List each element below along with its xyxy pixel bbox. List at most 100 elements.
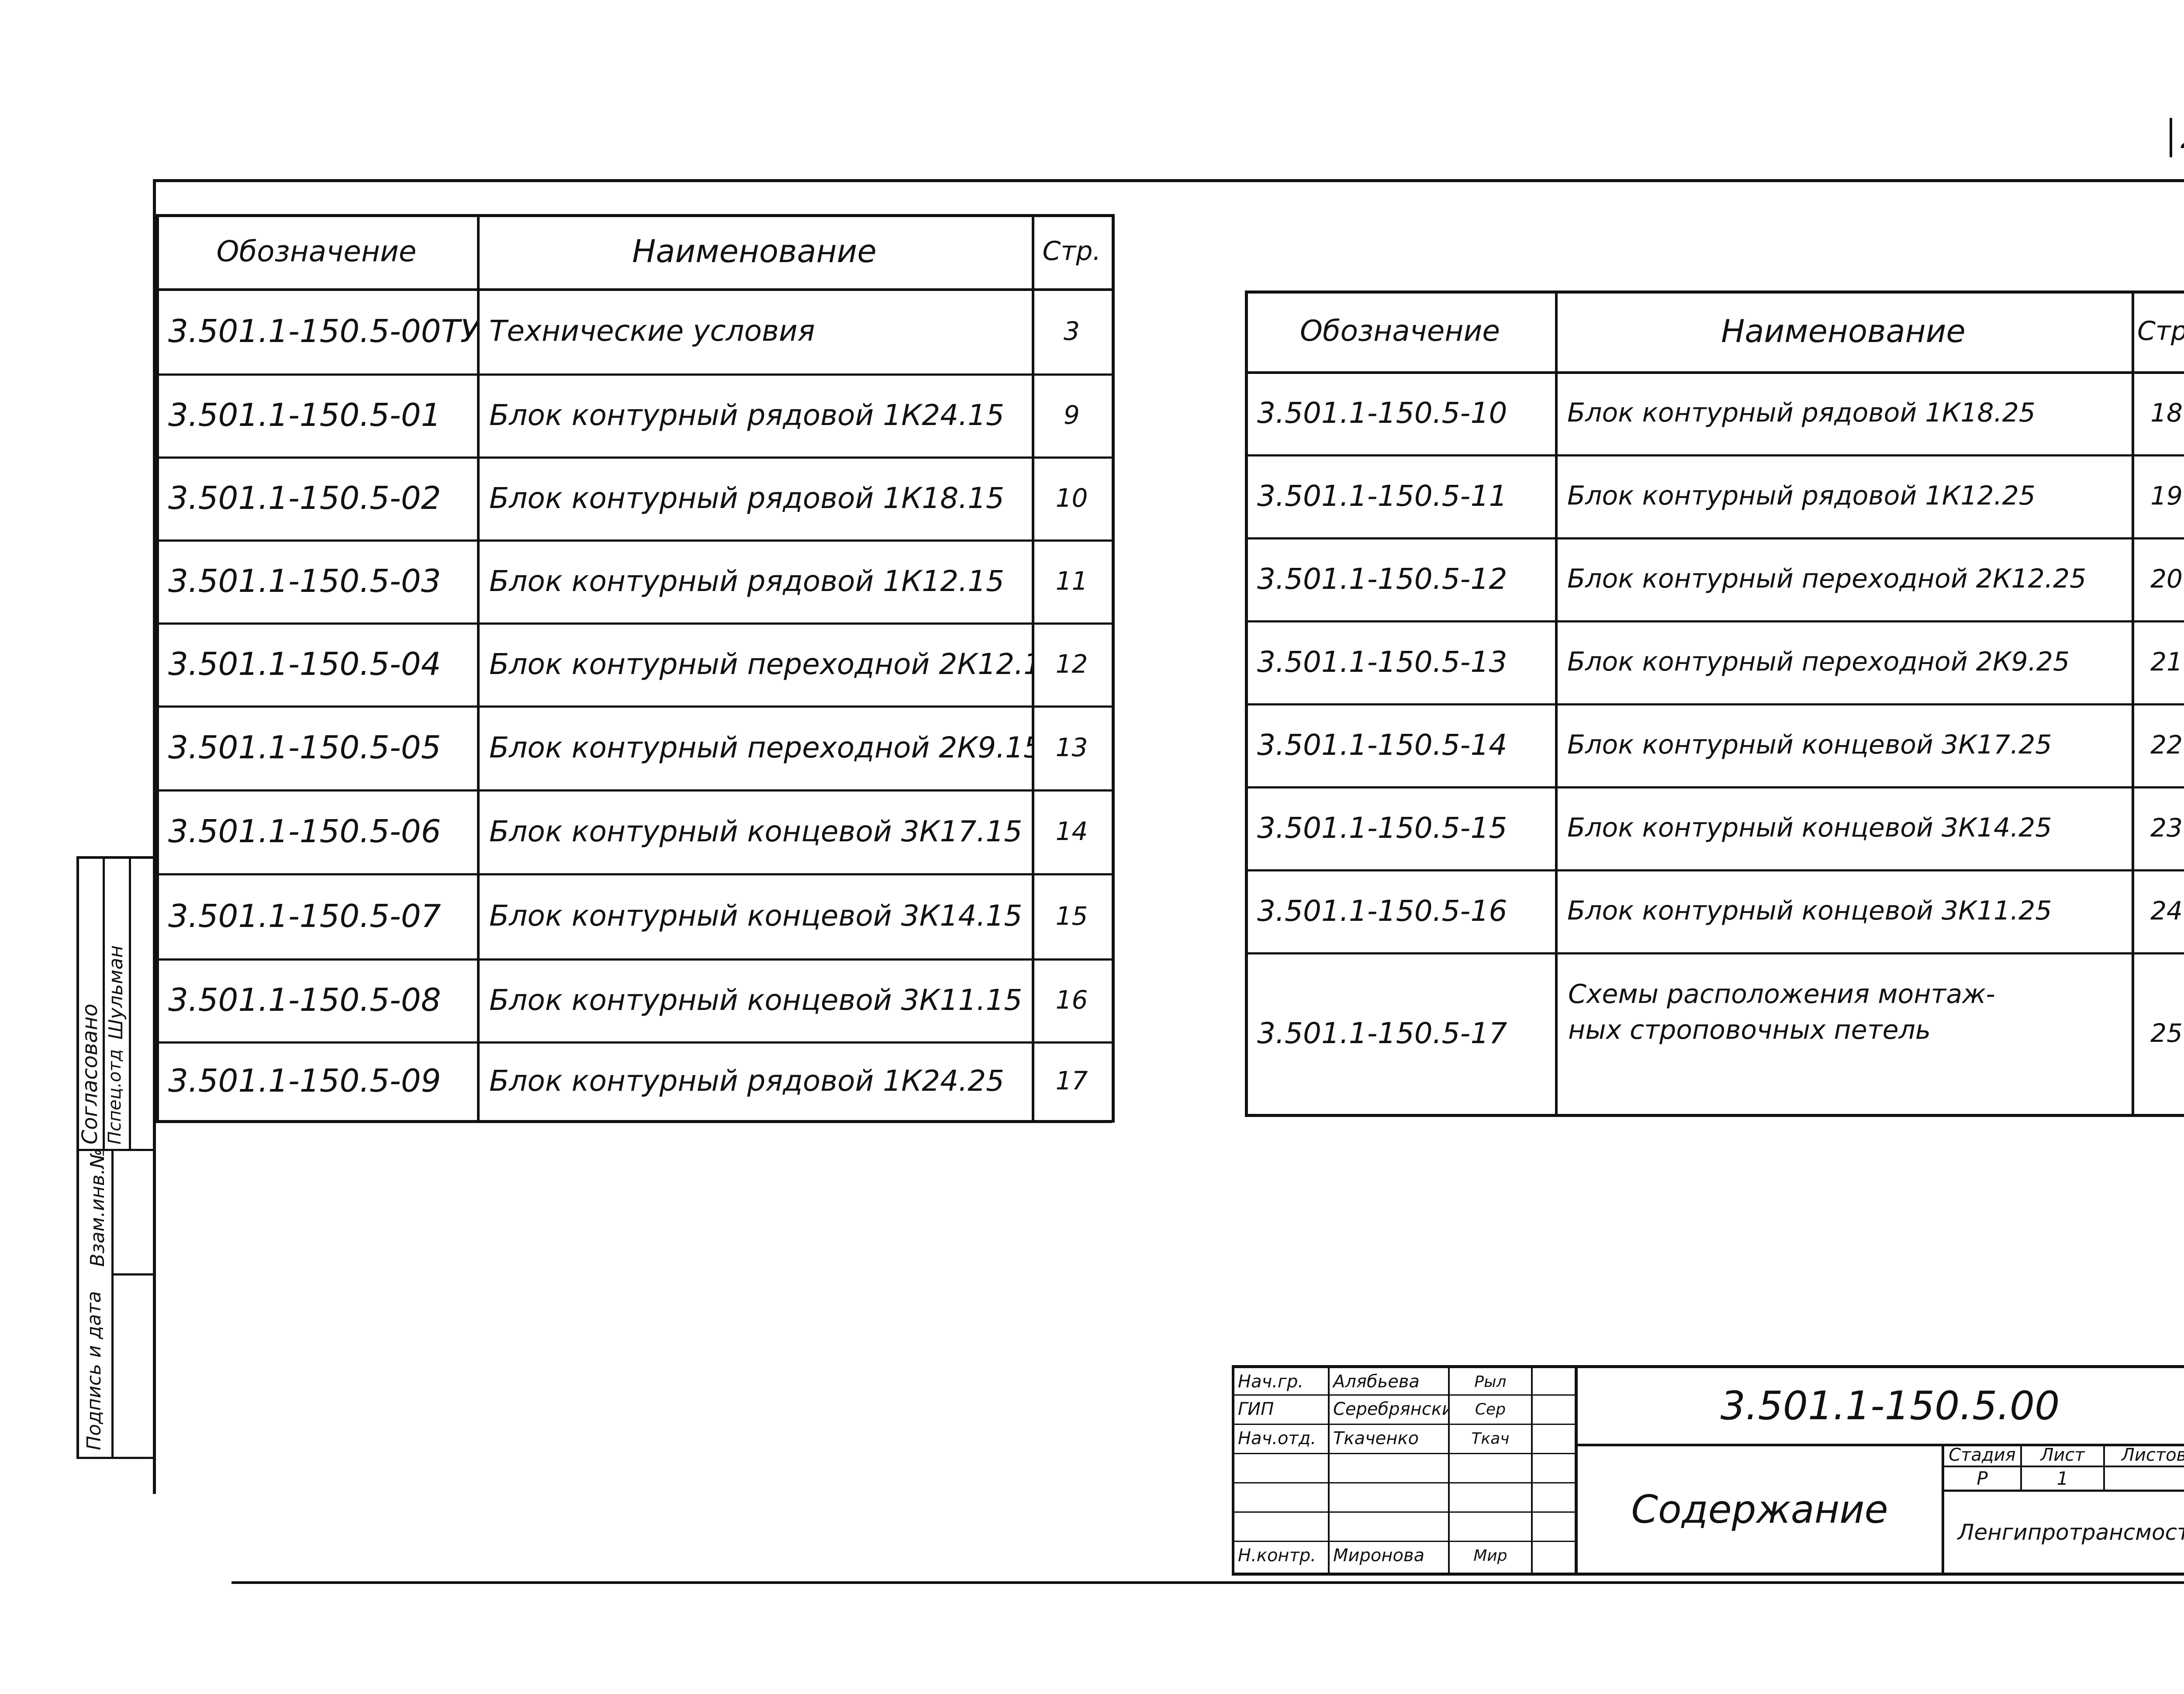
- row-page: 16: [1055, 985, 1088, 1015]
- row-name: Блок контурный рядовой 1К18.15: [489, 481, 1005, 515]
- column-border: [1555, 290, 1558, 1117]
- row-code: 3.501.1-150.5-06: [168, 813, 441, 850]
- row-name: Блок контурный переходной 2К12.25: [1567, 564, 2087, 594]
- row-page: 23: [2150, 813, 2183, 843]
- row-border: [156, 958, 1112, 961]
- tb-top-line: [1232, 1365, 2184, 1368]
- tb-row-6: [1232, 1541, 1575, 1542]
- tb-stage-col-1: [2020, 1444, 2022, 1491]
- signature-mark: Ткач: [1471, 1429, 1510, 1448]
- tb-stage-value-line: [1942, 1490, 2184, 1492]
- stage-value: Р: [1977, 1468, 1988, 1489]
- header-page: Стр.: [1042, 236, 1101, 266]
- row-code: 3.501.1-150.5-10: [1257, 396, 1507, 430]
- sign-date-label: Подпись и дата: [83, 1291, 105, 1450]
- row-border: [1245, 620, 2184, 622]
- row-name: Блок контурный концевой 3К17.15: [489, 814, 1023, 848]
- row-border: [1245, 786, 2184, 788]
- row-border: [156, 1120, 1112, 1123]
- side-stamp-line-3: [76, 1457, 156, 1459]
- table-top-border: [1245, 290, 2184, 294]
- row-page: 12: [1055, 649, 1088, 679]
- row-name: Блок контурный рядовой 1К12.15: [489, 564, 1005, 598]
- dept-label: Пспец.отд: [105, 1049, 125, 1144]
- row-border: [156, 1041, 1112, 1044]
- tb-row-1: [1232, 1394, 1575, 1396]
- row-page: 11: [1055, 566, 1088, 596]
- row-code: 3.501.1-150.5-02: [168, 480, 441, 516]
- tb-stage-header-line: [1942, 1466, 2184, 1467]
- header-name: Наименование: [1721, 312, 1966, 349]
- row-page: 17: [1055, 1066, 1088, 1096]
- signature-role: Нач.гр.: [1238, 1372, 1304, 1392]
- row-page: 21: [2150, 647, 2183, 677]
- row-page: 25: [2150, 1018, 2183, 1048]
- signature-name: [1330, 1513, 1448, 1540]
- row-border: [1245, 537, 2184, 539]
- tb-mid-line: [1575, 1444, 2184, 1446]
- row-border: [1245, 703, 2184, 705]
- row-code: 3.501.1-150.5-07: [168, 897, 441, 934]
- side-stamp-top-line: [76, 856, 156, 859]
- row-code: 3.501.1-150.5-13: [1257, 645, 1507, 679]
- row-code: 3.501.1-150.5-05: [168, 729, 441, 766]
- signature-name: [1330, 1483, 1448, 1511]
- tb-row-5: [1232, 1511, 1575, 1513]
- organization: Ленгипротрансмост: [1957, 1519, 2184, 1545]
- row-border: [1245, 869, 2184, 871]
- signature-mark: Мир: [1473, 1546, 1507, 1565]
- side-stamp-col-2: [111, 1149, 114, 1459]
- row-code: 3.501.1-150.5-12: [1257, 562, 1507, 596]
- table-top-border: [156, 214, 1112, 217]
- agreed-label: Согласовано: [78, 1003, 102, 1144]
- row-page: 14: [1055, 816, 1088, 846]
- row-page: 3: [1064, 316, 1080, 346]
- signature-role: Н.контр.: [1238, 1545, 1316, 1566]
- row-code: 3.501.1-150.5-11: [1257, 479, 1507, 513]
- column-border: [1112, 214, 1115, 1123]
- signature-mark: Сер: [1475, 1400, 1506, 1418]
- row-border: [1245, 952, 2184, 954]
- side-stamp-left-line: [76, 856, 79, 1459]
- tb-stage-col-2: [2103, 1444, 2105, 1491]
- column-border: [1032, 214, 1034, 1123]
- signature-mark: [1450, 1483, 1531, 1511]
- side-stamp-col-1: [103, 856, 105, 1149]
- dept-person: Шульман: [105, 945, 127, 1040]
- row-code: 3.501.1-150.5-01: [168, 397, 441, 433]
- row-name-line: Схемы расположения монтаж-: [1568, 979, 1995, 1009]
- signature-role: [1234, 1454, 1328, 1481]
- row-code: 3.501.1-150.5-00ТУ: [168, 312, 477, 349]
- document-title: Содержание: [1631, 1487, 1888, 1532]
- row-name: Блок контурный концевой 3К11.15: [489, 983, 1023, 1017]
- row-name: Блок контурный рядовой 1К12.25: [1567, 481, 2035, 511]
- column-border: [156, 214, 159, 1123]
- signature-name: Алябьева: [1333, 1372, 1420, 1392]
- row-border: [156, 373, 1112, 376]
- stage-label: Стадия: [1949, 1445, 2016, 1465]
- row-name: Блок контурный переходной 2К12.15: [489, 647, 1032, 681]
- row-code: 3.501.1-150.5-14: [1257, 728, 1507, 762]
- row-name: Блок контурный рядовой 1К18.25: [1567, 398, 2035, 428]
- column-border: [477, 214, 480, 1123]
- column-border: [2132, 290, 2134, 1117]
- row-code: 3.501.1-150.5-15: [1257, 811, 1507, 845]
- signature-role: ГИП: [1238, 1399, 1274, 1419]
- tb-row-4: [1232, 1482, 1575, 1483]
- header-name: Наименование: [632, 233, 877, 270]
- page-number: 2: [2181, 116, 2184, 156]
- row-page: 9: [1064, 400, 1080, 430]
- row-name: Блок контурный рядовой 1К24.15: [489, 398, 1005, 432]
- row-page: 24: [2150, 896, 2183, 926]
- tb-col-3: [1531, 1365, 1533, 1575]
- tb-row-3: [1232, 1453, 1575, 1454]
- row-name: Блок контурный концевой 3К14.25: [1567, 812, 2052, 843]
- signature-mark: [1450, 1454, 1531, 1481]
- row-page: 22: [2150, 730, 2183, 760]
- row-name-line: ных строповочных петель: [1568, 1015, 1931, 1045]
- side-stamp-line-2: [111, 1273, 156, 1276]
- row-border: [156, 539, 1112, 542]
- row-name: Блок контурный рядовой 1К24.25: [489, 1064, 1005, 1098]
- tb-bottom-line: [1232, 1573, 2184, 1576]
- row-border: [156, 705, 1112, 708]
